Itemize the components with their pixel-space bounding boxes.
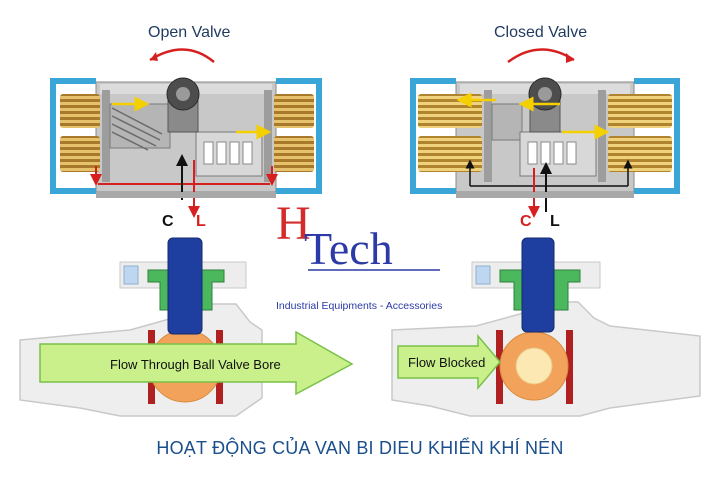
seat-right: [566, 330, 573, 404]
rotation-arrow-icon: [149, 48, 215, 63]
spring-left-top: [60, 94, 100, 128]
brand-logo-h: H: [276, 197, 311, 250]
closed-valve-title: Closed Valve: [494, 24, 588, 41]
seat-left: [496, 330, 503, 404]
stem: [167, 237, 203, 335]
spring-left-bottom: [60, 136, 100, 172]
port-l-label: L: [550, 213, 560, 230]
closed-ball-valve: [391, 237, 701, 417]
open-valve-title: Open Valve: [148, 24, 231, 41]
rotation-arrow-icon: [507, 48, 575, 64]
ball-bore: [515, 347, 553, 385]
end-cap-left: [410, 78, 456, 194]
spring-left-bottom: [418, 136, 482, 172]
port-l-label: L: [196, 213, 206, 230]
spring-right-top: [608, 94, 672, 128]
spring-right-bottom: [274, 136, 314, 172]
end-cap-right: [634, 78, 680, 194]
open-actuator: [50, 48, 322, 218]
flow-blocked-arrow: [397, 333, 501, 391]
port-c-label: C: [520, 213, 532, 230]
brand-tagline: Industrial Equipments - Accessories: [276, 300, 443, 312]
stem: [521, 237, 555, 333]
spring-right-top: [274, 94, 314, 128]
end-cap-right: [276, 78, 322, 194]
flow-through-label: Flow Through Ball Valve Bore: [110, 357, 281, 372]
caption: HOẠT ĐỘNG CỦA VAN BI DIEU KHIỂN KHÍ NÉN: [156, 438, 564, 458]
end-cap-left: [50, 78, 96, 194]
closed-actuator: [410, 48, 680, 218]
port-c-label: C: [162, 213, 174, 230]
open-ball-valve: [19, 237, 354, 417]
flow-blocked-label: Flow Blocked: [408, 355, 485, 370]
spring-right-bottom: [608, 136, 672, 172]
brand-logo-tech: Tech: [304, 223, 393, 274]
flow-arrow: [39, 330, 354, 396]
